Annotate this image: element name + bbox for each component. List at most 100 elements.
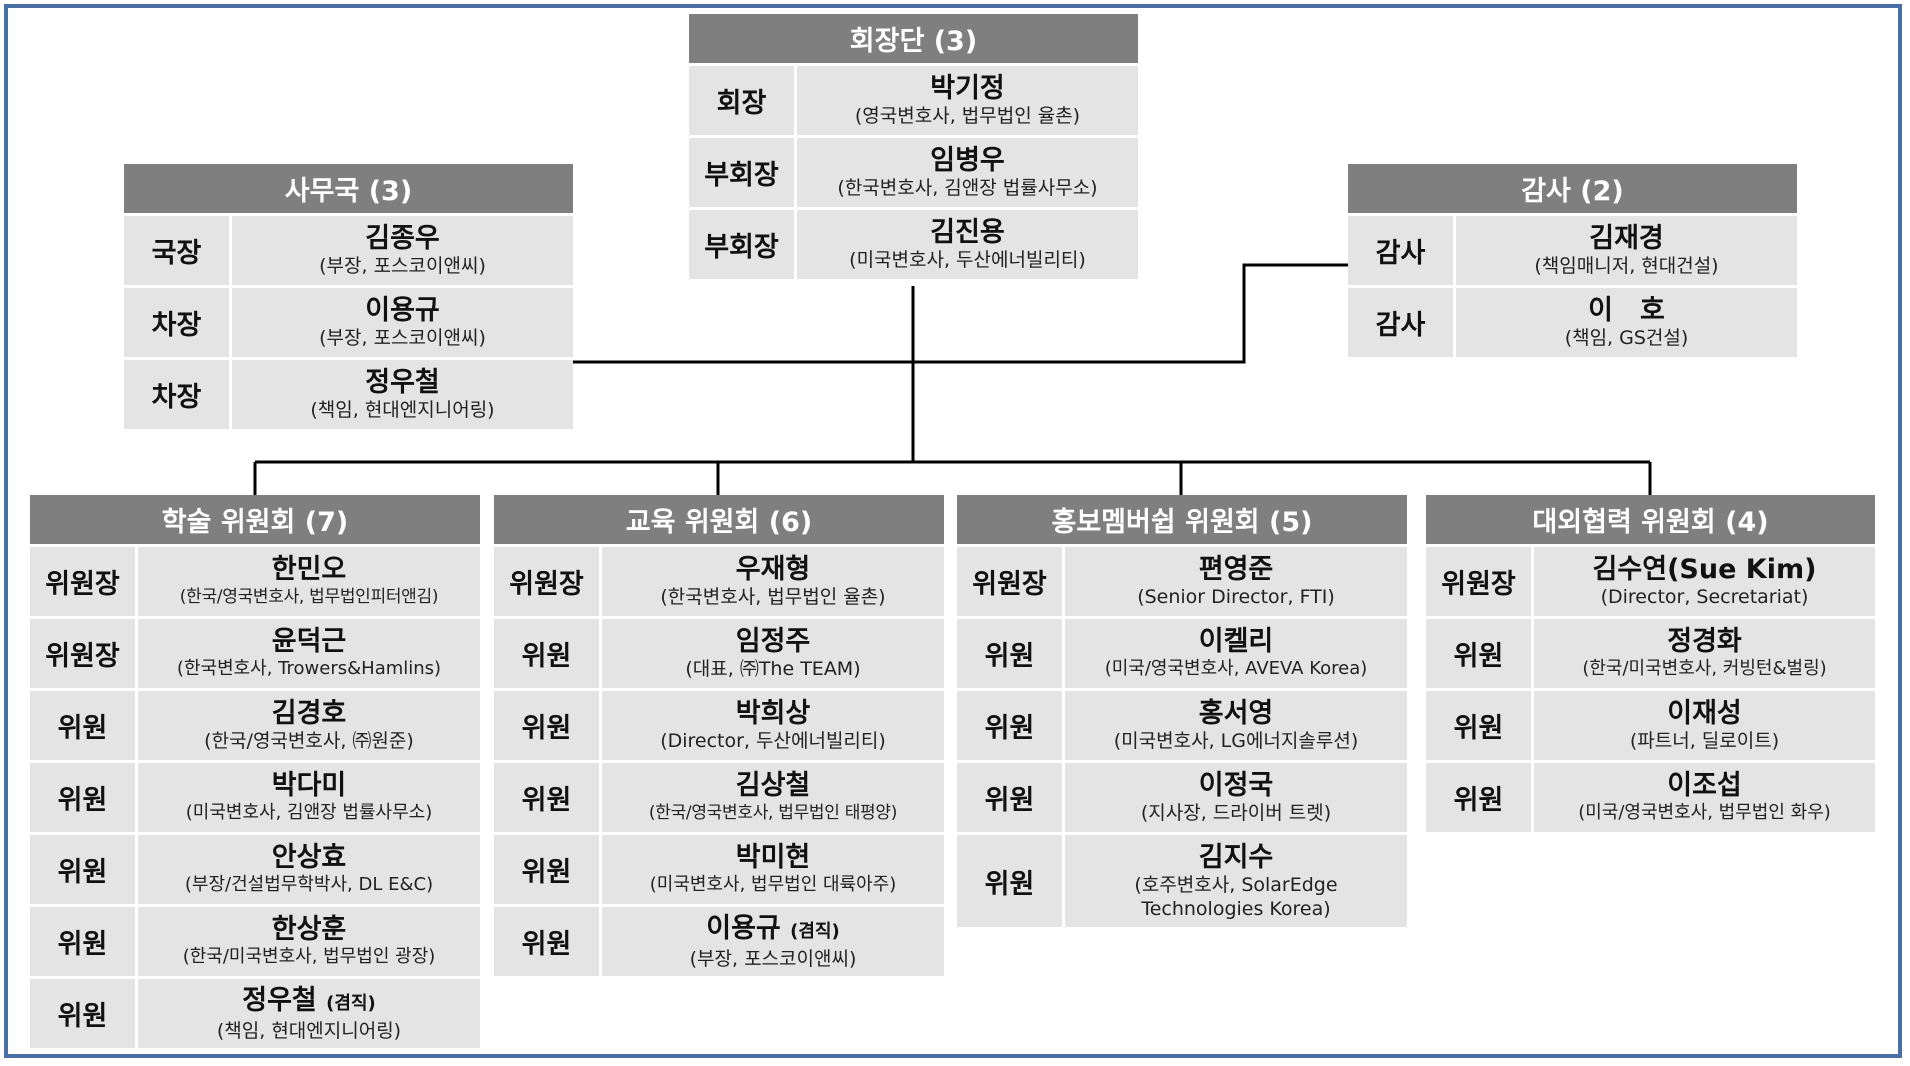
auditors-panel: 감사 (2) 감사 김재경 (책임매니저, 현대건설) 감사 이 호 (책임, … <box>1348 164 1797 360</box>
member-info: 정경화 (한국/미국변호사, 커빙턴&벌링) <box>1534 619 1875 688</box>
member-row: 위원장 윤덕근 (한국변호사, Trowers&Hamlins) <box>30 619 480 691</box>
member-name: 안상효 <box>272 842 347 873</box>
member-desc: (한국변호사, 법무법인 율촌) <box>660 586 886 608</box>
member-info: 한민오 (한국/영국변호사, 법무법인피터앤김) <box>138 547 480 616</box>
member-row: 부회장 임병우 (한국변호사, 김앤장 법률사무소) <box>689 138 1138 210</box>
member-info: 이켈리 (미국/영국변호사, AVEVA Korea) <box>1065 619 1407 688</box>
member-row: 위원 김상철 (한국/영국변호사, 법무법인 태평양) <box>494 763 944 835</box>
member-info: 김수연(Sue Kim) (Director, Secretariat) <box>1534 547 1875 616</box>
member-desc: (책임, 현대엔지니어링) <box>310 399 495 421</box>
member-name: 김재경 <box>1589 223 1664 254</box>
member-name: 김종우 <box>365 223 440 254</box>
member-name-text: 김경호 <box>271 698 347 729</box>
member-name-text: 김지수 <box>1198 841 1274 873</box>
presidents-panel: 회장단 (3) 회장 박기정 (영국변호사, 법무법인 율촌) 부회장 임병우 … <box>689 14 1138 282</box>
member-row: 위원 이정국 (지사장, 드라이버 트렛) <box>957 763 1407 835</box>
role-label: 위원 <box>494 835 602 904</box>
member-row: 위원 박다미 (미국변호사, 김앤장 법률사무소) <box>30 763 480 835</box>
role-label: 위원 <box>494 619 602 688</box>
member-desc: (책임, GS건설) <box>1564 327 1689 349</box>
role-label: 위원장 <box>30 619 138 688</box>
member-name: 한상훈 <box>272 914 347 945</box>
role-label: 부회장 <box>689 210 797 279</box>
member-desc: (미국변호사, 법무법인 대륙아주) <box>649 874 897 895</box>
role-label: 위원장 <box>30 547 138 616</box>
member-name: 한민오 <box>272 554 347 585</box>
member-name: 이 호 <box>1588 295 1665 326</box>
member-info: 임정주 (대표, ㈜The TEAM) <box>602 619 944 688</box>
member-name: 박기정 <box>930 73 1005 104</box>
role-label: 위원 <box>30 979 138 1048</box>
member-row: 위원 임정주 (대표, ㈜The TEAM) <box>494 619 944 691</box>
member-desc: (부장/건설법무학박사, DL E&C) <box>184 874 434 895</box>
role-label: 위원 <box>1426 619 1534 688</box>
member-row: 위원 한상훈 (한국/미국변호사, 법무법인 광장) <box>30 907 480 979</box>
role-label: 위원 <box>957 691 1065 760</box>
member-name: 김지수 <box>1199 842 1274 873</box>
member-info: 윤덕근 (한국변호사, Trowers&Hamlins) <box>138 619 480 688</box>
secretariat-panel: 사무국 (3) 국장 김종우 (부장, 포스코이앤씨) 차장 이용규 (부장, … <box>124 164 573 432</box>
member-name-text: 이용규 <box>706 912 781 944</box>
member-desc: (호주변호사, SolarEdge Technologies Korea) <box>1134 873 1338 920</box>
member-name: 홍서영 <box>1199 698 1274 729</box>
member-name-text: 김상철 <box>735 770 811 801</box>
member-desc: (Director, 두산에너빌리티) <box>660 730 886 752</box>
member-info: 김진용 (미국변호사, 두산에너빌리티) <box>797 210 1138 279</box>
member-name-text: 이재성 <box>1667 698 1742 729</box>
promotion-committee-title: 홍보멤버쉽 위원회 (5) <box>957 495 1407 547</box>
member-name-text: 박다미 <box>271 770 347 801</box>
external-committee-title: 대외협력 위원회 (4) <box>1426 495 1875 547</box>
member-name: 이조섭 <box>1667 770 1742 801</box>
member-desc: (지사장, 드라이버 트렛) <box>1140 802 1332 824</box>
member-name-text: 한상훈 <box>271 914 347 945</box>
member-row: 차장 정우철 (책임, 현대엔지니어링) <box>124 360 573 432</box>
role-label: 감사 <box>1348 216 1456 285</box>
member-desc: (부장, 포스코이앤씨) <box>319 327 486 349</box>
member-name: 박미현 <box>736 842 811 873</box>
member-name-text: 편영준 <box>1198 554 1274 585</box>
member-name-text: 이켈리 <box>1198 626 1274 657</box>
member-name: 이켈리 <box>1199 626 1274 657</box>
member-name-text: 박희상 <box>735 698 811 729</box>
role-label: 차장 <box>124 288 232 357</box>
member-name-text: 이정국 <box>1198 770 1274 801</box>
member-note: (겸직) <box>790 920 840 942</box>
member-name: 김상철 <box>736 770 811 801</box>
member-info: 편영준 (Senior Director, FTI) <box>1065 547 1407 616</box>
member-row: 위원 이용규 (겸직) (부장, 포스코이앤씨) <box>494 907 944 979</box>
member-name-text: 윤덕근 <box>271 626 347 657</box>
member-row: 위원 박미현 (미국변호사, 법무법인 대륙아주) <box>494 835 944 907</box>
member-desc: (부장, 포스코이앤씨) <box>319 255 486 277</box>
member-name: 김수연(Sue Kim) <box>1593 554 1817 585</box>
member-info: 한상훈 (한국/미국변호사, 법무법인 광장) <box>138 907 480 976</box>
member-name: 정우철 <box>365 367 440 398</box>
member-name-text: 한민오 <box>271 554 347 585</box>
member-row: 위원 홍서영 (미국변호사, LG에너지솔루션) <box>957 691 1407 763</box>
member-desc: (Senior Director, FTI) <box>1137 586 1335 608</box>
member-desc: (미국변호사, 두산에너빌리티) <box>849 249 1086 271</box>
member-info: 우재형 (한국변호사, 법무법인 율촌) <box>602 547 944 616</box>
member-info: 이조섭 (미국/영국변호사, 법무법인 화우) <box>1534 763 1875 832</box>
member-desc: (대표, ㈜The TEAM) <box>685 658 861 680</box>
member-name-text: 박미현 <box>735 842 811 873</box>
academic-committee-panel: 학술 위원회 (7) 위원장 한민오 (한국/영국변호사, 법무법인피터앤김) … <box>30 495 480 1051</box>
member-name: 정경화 <box>1667 626 1742 657</box>
role-label: 위원 <box>30 835 138 904</box>
role-label: 위원장 <box>1426 547 1534 616</box>
role-label: 위원장 <box>494 547 602 616</box>
member-desc: (책임매니저, 현대건설) <box>1534 255 1719 277</box>
role-label: 위원 <box>957 763 1065 832</box>
member-name: 편영준 <box>1199 554 1274 585</box>
member-row: 위원 박희상 (Director, 두산에너빌리티) <box>494 691 944 763</box>
member-desc: (파트너, 딜로이트) <box>1629 730 1780 752</box>
member-info: 이용규 (부장, 포스코이앤씨) <box>232 288 573 357</box>
member-name: 김경호 <box>272 698 347 729</box>
role-label: 위원 <box>30 907 138 976</box>
external-committee-panel: 대외협력 위원회 (4) 위원장 김수연(Sue Kim) (Director,… <box>1426 495 1875 835</box>
role-label: 차장 <box>124 360 232 429</box>
member-info: 임병우 (한국변호사, 김앤장 법률사무소) <box>797 138 1138 207</box>
member-row: 위원 안상효 (부장/건설법무학박사, DL E&C) <box>30 835 480 907</box>
member-info: 김상철 (한국/영국변호사, 법무법인 태평양) <box>602 763 944 832</box>
member-name-text: 이조섭 <box>1667 770 1742 801</box>
